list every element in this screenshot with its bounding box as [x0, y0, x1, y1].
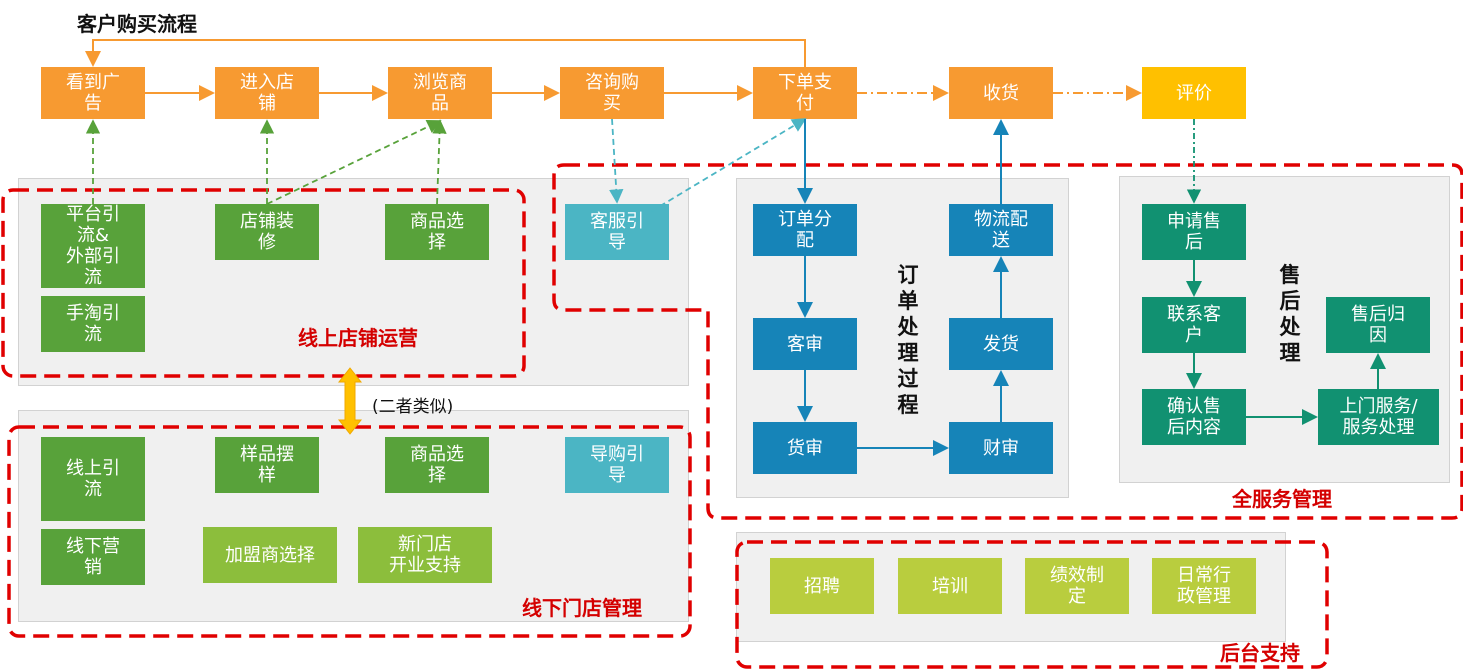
online-boundary [1, 188, 526, 378]
after-sales-apply[interactable]: 申请售 后 [1142, 204, 1246, 260]
consult-to-guide [609, 118, 624, 204]
offline-product-selection[interactable]: 商品选 择 [385, 437, 489, 493]
guide-to-order [616, 118, 807, 233]
offline-boundary [7, 425, 692, 638]
after-sales-onsite-service[interactable]: 上门服务/ 服务处理 [1318, 389, 1439, 445]
online-product-selection[interactable]: 商品选 择 [385, 204, 489, 260]
after-sales-attribution[interactable]: 售后归 因 [1326, 297, 1430, 353]
order-shipping[interactable]: 发货 [949, 318, 1053, 370]
backend-admin[interactable]: 日常行 政管理 [1152, 558, 1256, 614]
decoration-to-browse [266, 119, 442, 205]
order-logistics[interactable]: 物流配 送 [949, 204, 1053, 256]
flow-consult[interactable]: 咨询购 买 [560, 67, 664, 119]
similar-note: (二者类似) [372, 397, 454, 417]
after-sales-confirm[interactable]: 确认售 后内容 [1142, 389, 1246, 445]
flow-receive[interactable]: 收货 [949, 67, 1053, 119]
selection-to-browse [432, 119, 447, 205]
backend-performance[interactable]: 绩效制 定 [1025, 558, 1129, 614]
order-finance-review[interactable]: 财审 [949, 422, 1053, 474]
online-store-decoration[interactable]: 店铺装 修 [215, 204, 319, 260]
order-customer-review[interactable]: 客审 [753, 318, 857, 370]
flow-loop-back [85, 39, 806, 67]
order-goods-review[interactable]: 货审 [753, 422, 857, 474]
online-group-label: 线上店铺运营 [298, 326, 418, 350]
offline-group-label: 线下门店管理 [522, 596, 642, 620]
online-taobao-traffic[interactable]: 手淘引 流 [41, 296, 145, 352]
online-traffic[interactable]: 平台引 流& 外部引 流 [41, 204, 145, 288]
backend-boundary [735, 540, 1329, 669]
flow-browse[interactable]: 浏览商 品 [388, 67, 492, 119]
order-process-label: 订单处理过程 [897, 263, 919, 417]
flow-review[interactable]: 评价 [1142, 67, 1246, 119]
flow-order-pay[interactable]: 下单支 付 [753, 67, 857, 119]
diagram-title: 客户购买流程 [77, 12, 197, 36]
flow-see-ad[interactable]: 看到广 告 [41, 67, 145, 119]
backend-training[interactable]: 培训 [898, 558, 1002, 614]
backend-recruitment[interactable]: 招聘 [770, 558, 874, 614]
flow-enter-store[interactable]: 进入店 铺 [215, 67, 319, 119]
after-sales-contact[interactable]: 联系客 户 [1142, 297, 1246, 353]
offline-new-store-support[interactable]: 新门店 开业支持 [358, 527, 492, 583]
offline-online-traffic[interactable]: 线上引 流 [41, 437, 145, 521]
backend-label: 后台支持 [1220, 641, 1300, 665]
after-sales-label: 售后处理 [1279, 263, 1301, 365]
offline-shopping-guide[interactable]: 导购引 导 [565, 437, 669, 493]
offline-marketing[interactable]: 线下营 销 [41, 529, 145, 585]
full-service-boundary [552, 163, 1463, 520]
offline-sample-display[interactable]: 样品摆 样 [215, 437, 319, 493]
offline-franchisee-selection[interactable]: 加盟商选择 [203, 527, 337, 583]
order-allocation[interactable]: 订单分 配 [753, 204, 857, 256]
full-service-label: 全服务管理 [1232, 487, 1332, 511]
similar-double-arrow [337, 367, 363, 435]
